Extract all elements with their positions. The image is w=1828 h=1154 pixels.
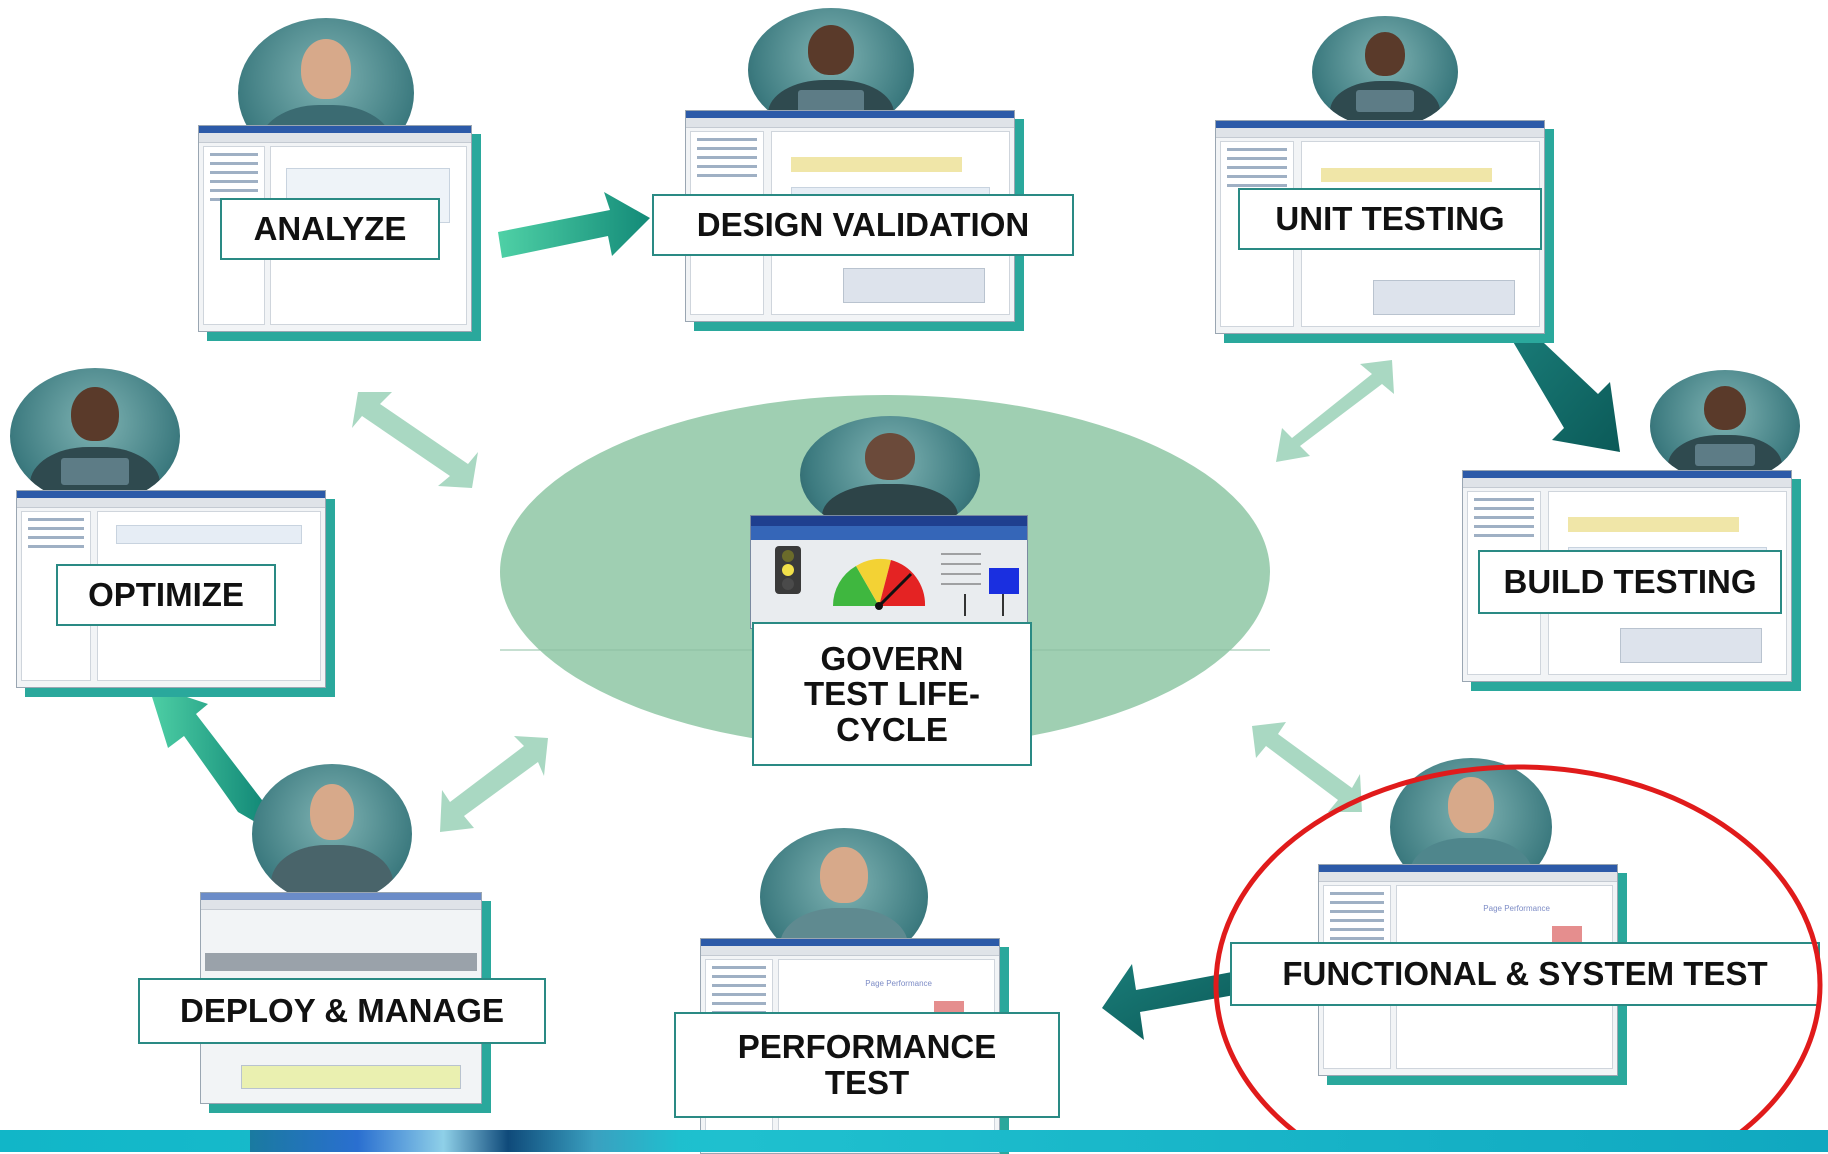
performance-chart-title: Page Performance [865, 978, 932, 988]
stage-label-govern[interactable]: GOVERN TEST LIFE-CYCLE [752, 622, 1032, 766]
stage-label-unit-testing[interactable]: UNIT TESTING [1238, 188, 1542, 250]
flow-arrow-functional-to-performance [1102, 964, 1240, 1040]
build-tester-portrait [1650, 370, 1800, 482]
stage-label-deploy-manage[interactable]: DEPLOY & MANAGE [138, 978, 546, 1044]
stage-label-design-validation[interactable]: DESIGN VALIDATION [652, 194, 1074, 256]
governance-dashboard [750, 515, 1028, 629]
status-bar-widget-icon [941, 553, 1019, 616]
double-arrows [352, 360, 1394, 832]
governance-lead-portrait [800, 416, 980, 534]
stage-label-analyze[interactable]: ANALYZE [220, 198, 440, 260]
flow-arrow-analyze-to-design [498, 192, 650, 258]
footer-banner-image-strip [250, 1130, 680, 1152]
gauge-icon [832, 558, 926, 610]
unit-tester-portrait [1312, 16, 1458, 128]
stage-label-functional-system-test[interactable]: FUNCTIONAL & SYSTEM TEST [1230, 942, 1820, 1006]
stage-label-optimize[interactable]: OPTIMIZE [56, 564, 276, 626]
stage-label-build-testing[interactable]: BUILD TESTING [1478, 550, 1782, 614]
flow-arrow-deploy-to-optimize [148, 684, 262, 826]
functional-chart-title: Page Performance [1483, 904, 1550, 914]
stage-label-performance-test[interactable]: PERFORMANCE TEST [674, 1012, 1060, 1118]
flow-arrow-unit-to-build [1512, 326, 1620, 452]
